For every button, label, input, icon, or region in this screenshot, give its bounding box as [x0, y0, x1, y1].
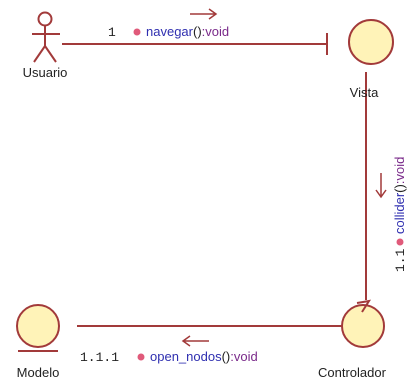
message-name: collider: [392, 192, 407, 234]
message-signature: collider():void: [392, 157, 407, 234]
label-vista: Vista: [350, 85, 379, 100]
actor-left-leg: [33, 45, 46, 63]
message-name: open_nodos: [150, 349, 222, 364]
actor-usuario[interactable]: [32, 11, 60, 63]
message-parens: (): [193, 24, 202, 39]
message-name: navegar: [146, 24, 194, 39]
message-seq: 1.1: [393, 248, 408, 272]
control-arrowhead: [356, 299, 372, 313]
message-return-type: :void: [392, 157, 407, 184]
message-direction-arrow: [181, 335, 209, 347]
message-parens: (): [222, 349, 231, 364]
message-return-type: :void: [202, 24, 229, 39]
message-parens: (): [392, 184, 407, 193]
message-bullet: [396, 238, 404, 246]
actor-head: [37, 11, 53, 27]
message-open-nodos: 1.1.1 open_nodos():void: [80, 335, 258, 365]
message-direction-arrow: [190, 8, 218, 20]
message-navegar: 1 navegar():void: [108, 8, 229, 40]
control-circle: [341, 304, 385, 348]
message-collider: 1.1 collider():void: [375, 157, 408, 272]
message-signature: open_nodos():void: [150, 349, 258, 364]
label-usuario: Usuario: [23, 65, 68, 80]
boundary-circle: [348, 19, 394, 65]
label-modelo: Modelo: [17, 365, 60, 380]
message-bullet: [137, 353, 145, 361]
boundary-vista[interactable]: [326, 19, 394, 65]
message-seq: 1: [108, 25, 116, 40]
entity-modelo[interactable]: [16, 304, 60, 352]
actor-right-leg: [44, 45, 57, 63]
message-seq: 1.1.1: [80, 350, 119, 365]
message-bullet: [133, 28, 141, 36]
entity-circle: [16, 304, 60, 348]
message-signature: navegar():void: [146, 24, 229, 39]
message-return-type: :void: [230, 349, 257, 364]
message-direction-arrow: [375, 173, 387, 199]
label-controlador: Controlador: [318, 365, 387, 380]
control-controlador[interactable]: [341, 299, 385, 348]
